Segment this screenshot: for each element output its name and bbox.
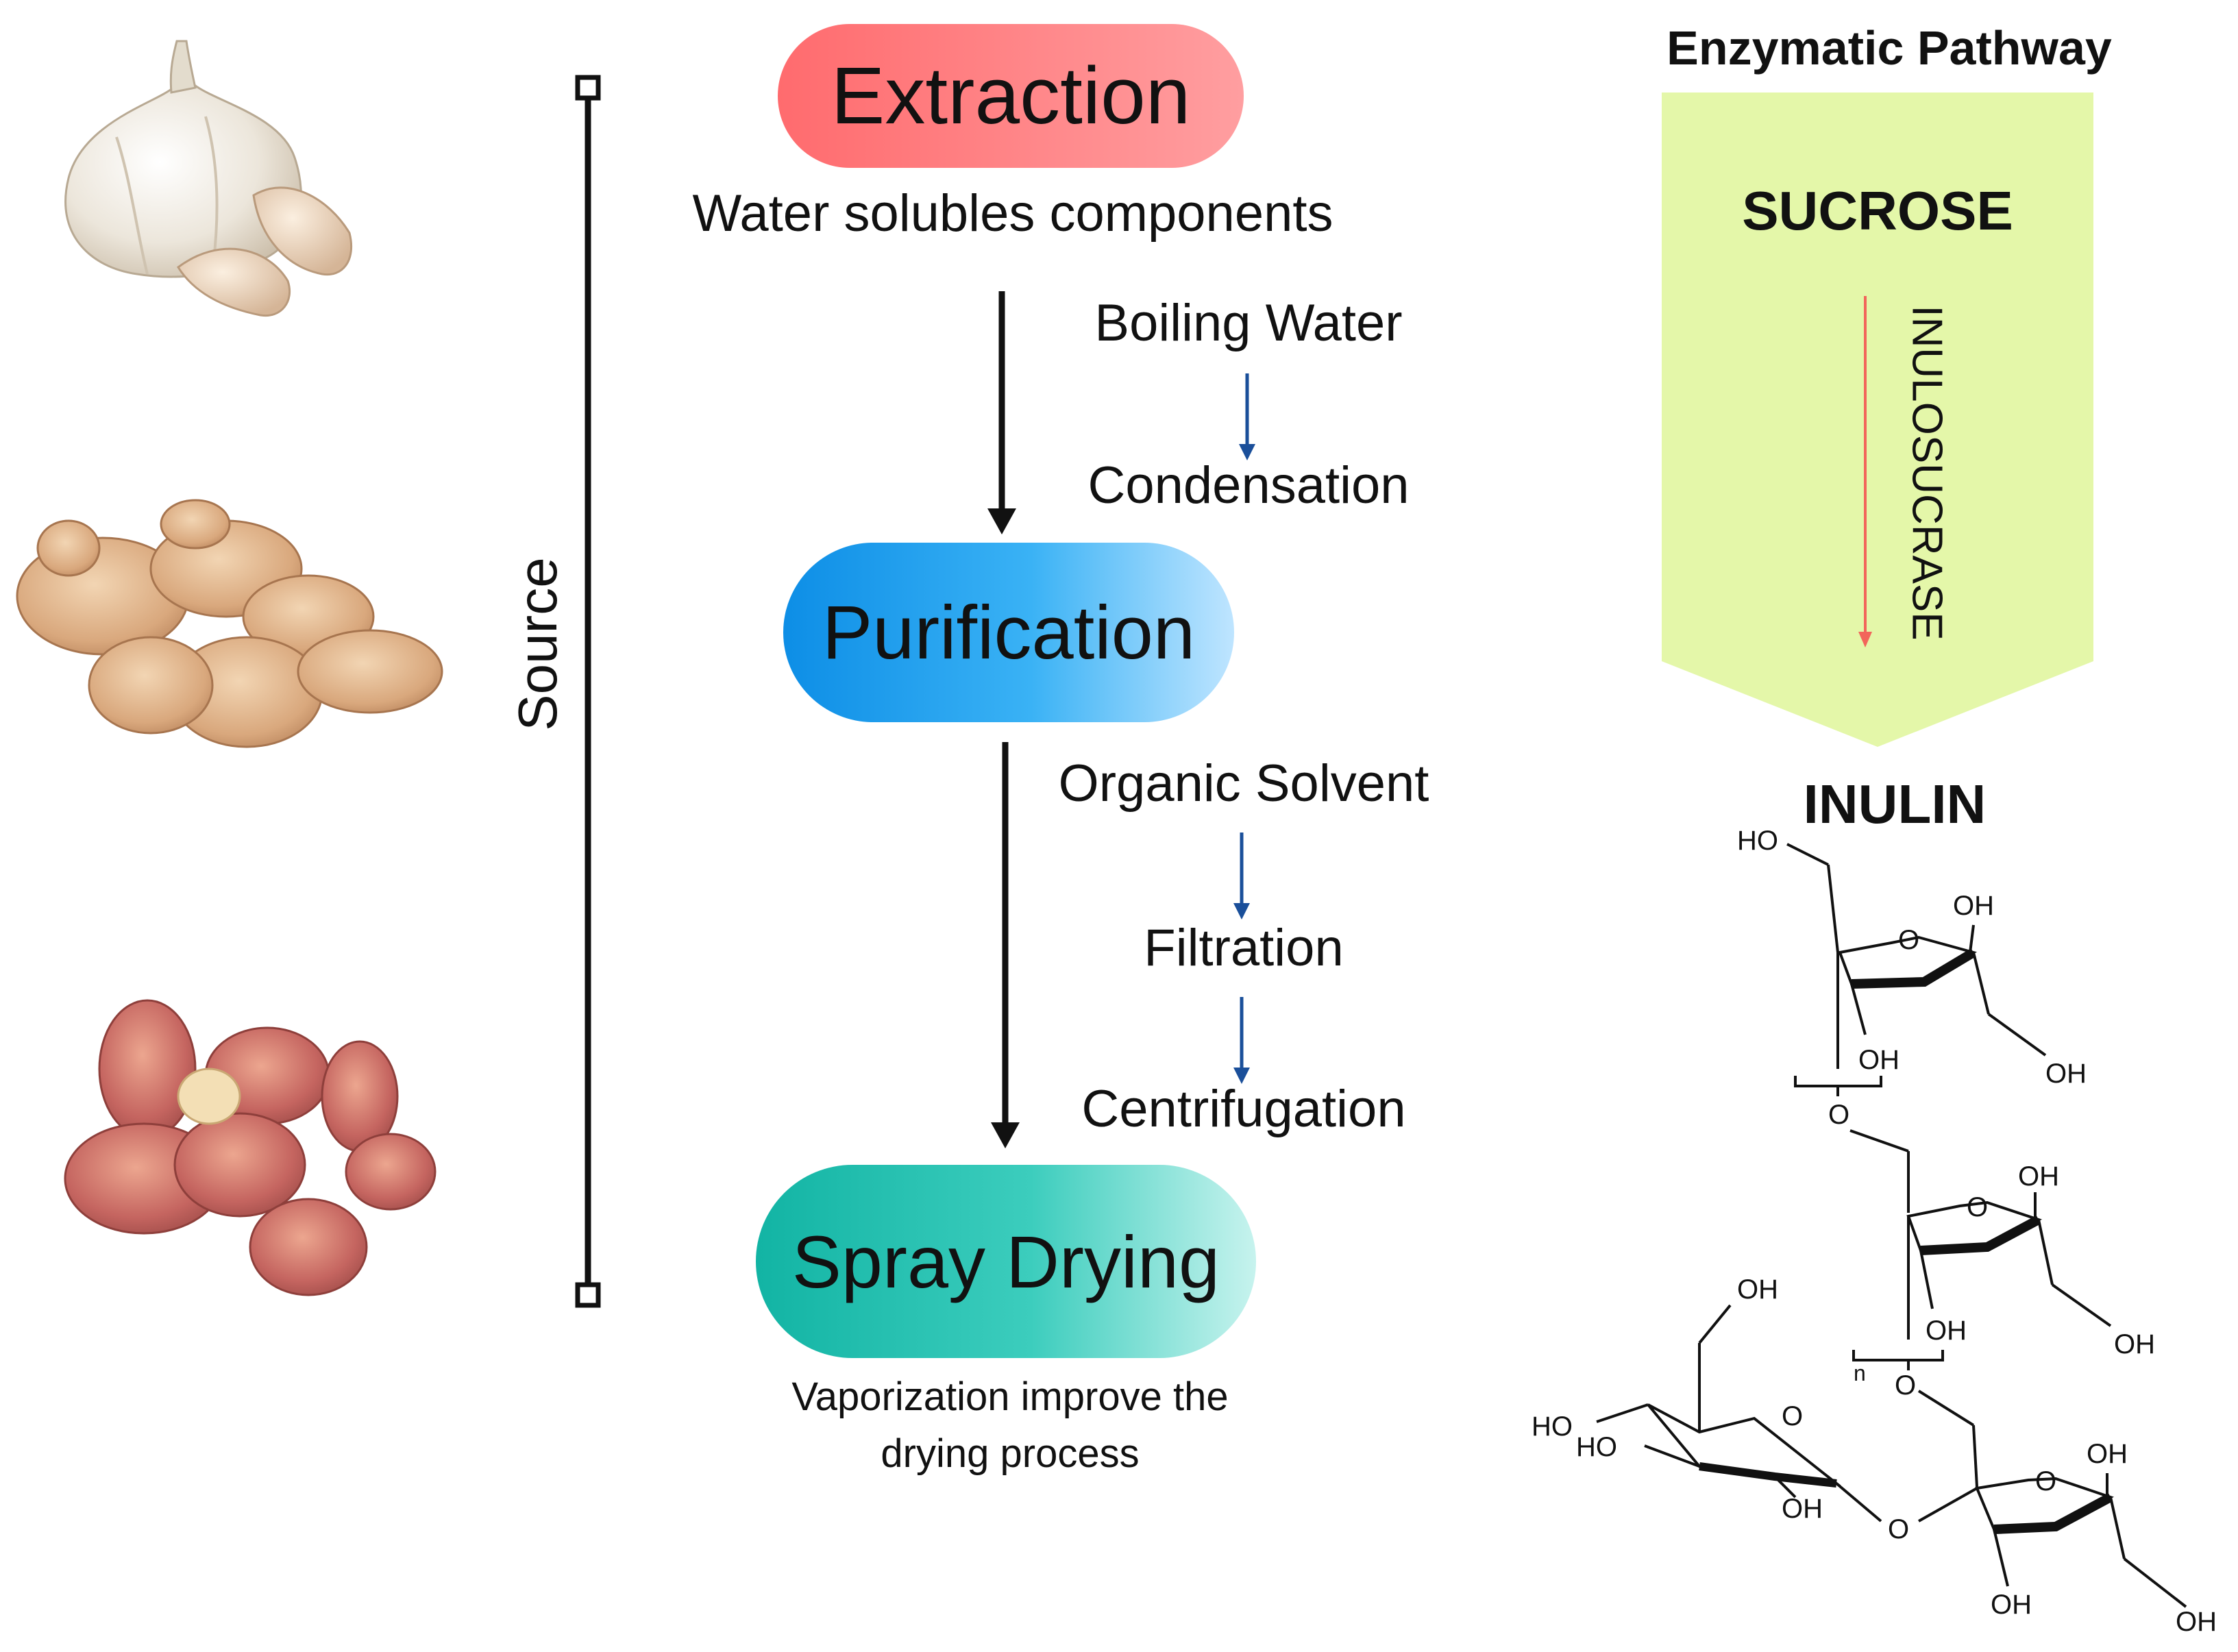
atom-label-o-5: O xyxy=(1782,1401,1803,1431)
atom-label-ho-1: HO xyxy=(1737,826,1778,856)
inulin-label: INULIN xyxy=(1803,774,1987,835)
atom-label-n: n xyxy=(1854,1361,1866,1385)
atom-label-oh-5: OH xyxy=(1926,1316,1967,1346)
sub-step-condensation: Condensation xyxy=(1087,456,1410,515)
atom-label-oh-8: OH xyxy=(1782,1494,1823,1524)
atom-label-o-2: O xyxy=(1828,1100,1849,1130)
atom-label-o-7: O xyxy=(2035,1466,2056,1496)
atom-label-oh-2: OH xyxy=(1858,1045,1899,1075)
purification-step: Purification xyxy=(783,543,1234,722)
extraction-subtitle: Water solubles components xyxy=(692,184,1333,243)
spray-subtitle-line2: drying process xyxy=(881,1431,1140,1476)
atom-label-ho-2: HO xyxy=(1532,1411,1573,1442)
atom-label-ho-3: HO xyxy=(1576,1432,1617,1462)
enzymatic-pathway-title: Enzymatic Pathway xyxy=(1667,21,2112,75)
atom-label-oh-11: OH xyxy=(2176,1607,2217,1637)
structure-atom-labels: HO O OH OH OH O O OH OH OH n O OH O HO H… xyxy=(1532,826,2217,1637)
sub-arrow-2 xyxy=(1233,833,1250,920)
arrow-extraction-to-purification xyxy=(987,291,1016,534)
atom-label-oh-10: OH xyxy=(1991,1590,2032,1620)
sub-arrow-3 xyxy=(1233,997,1250,1084)
atom-label-oh-9: OH xyxy=(2087,1439,2128,1469)
sub-step-centrifugation: Centrifugation xyxy=(1081,1080,1406,1138)
atom-label-o-6: O xyxy=(1888,1514,1909,1544)
atom-label-oh-1: OH xyxy=(1953,891,1994,921)
sub-arrow-1 xyxy=(1239,373,1255,460)
sub-step-organic-solvent: Organic Solvent xyxy=(1058,754,1429,813)
atom-label-oh-3: OH xyxy=(2045,1059,2087,1089)
atom-label-o-3: O xyxy=(1967,1192,1988,1222)
sucrose-label: SUCROSE xyxy=(1742,180,2013,241)
atom-label-oh-6: OH xyxy=(2114,1329,2155,1359)
sub-step-filtration: Filtration xyxy=(1144,919,1344,977)
atom-label-o-1: O xyxy=(1898,925,1919,955)
sub-step-boiling-water: Boiling Water xyxy=(1094,294,1403,352)
arrow-purification-to-spray xyxy=(991,742,1020,1148)
extraction-step: Extraction xyxy=(778,24,1244,168)
atom-label-oh-4: OH xyxy=(2018,1161,2059,1192)
spray-drying-step: Spray Drying xyxy=(756,1165,1256,1358)
spray-subtitle-line1: Vaporization improve the xyxy=(791,1374,1229,1419)
atom-label-o-4: O xyxy=(1895,1370,1916,1401)
atom-label-oh-7: OH xyxy=(1737,1274,1778,1305)
